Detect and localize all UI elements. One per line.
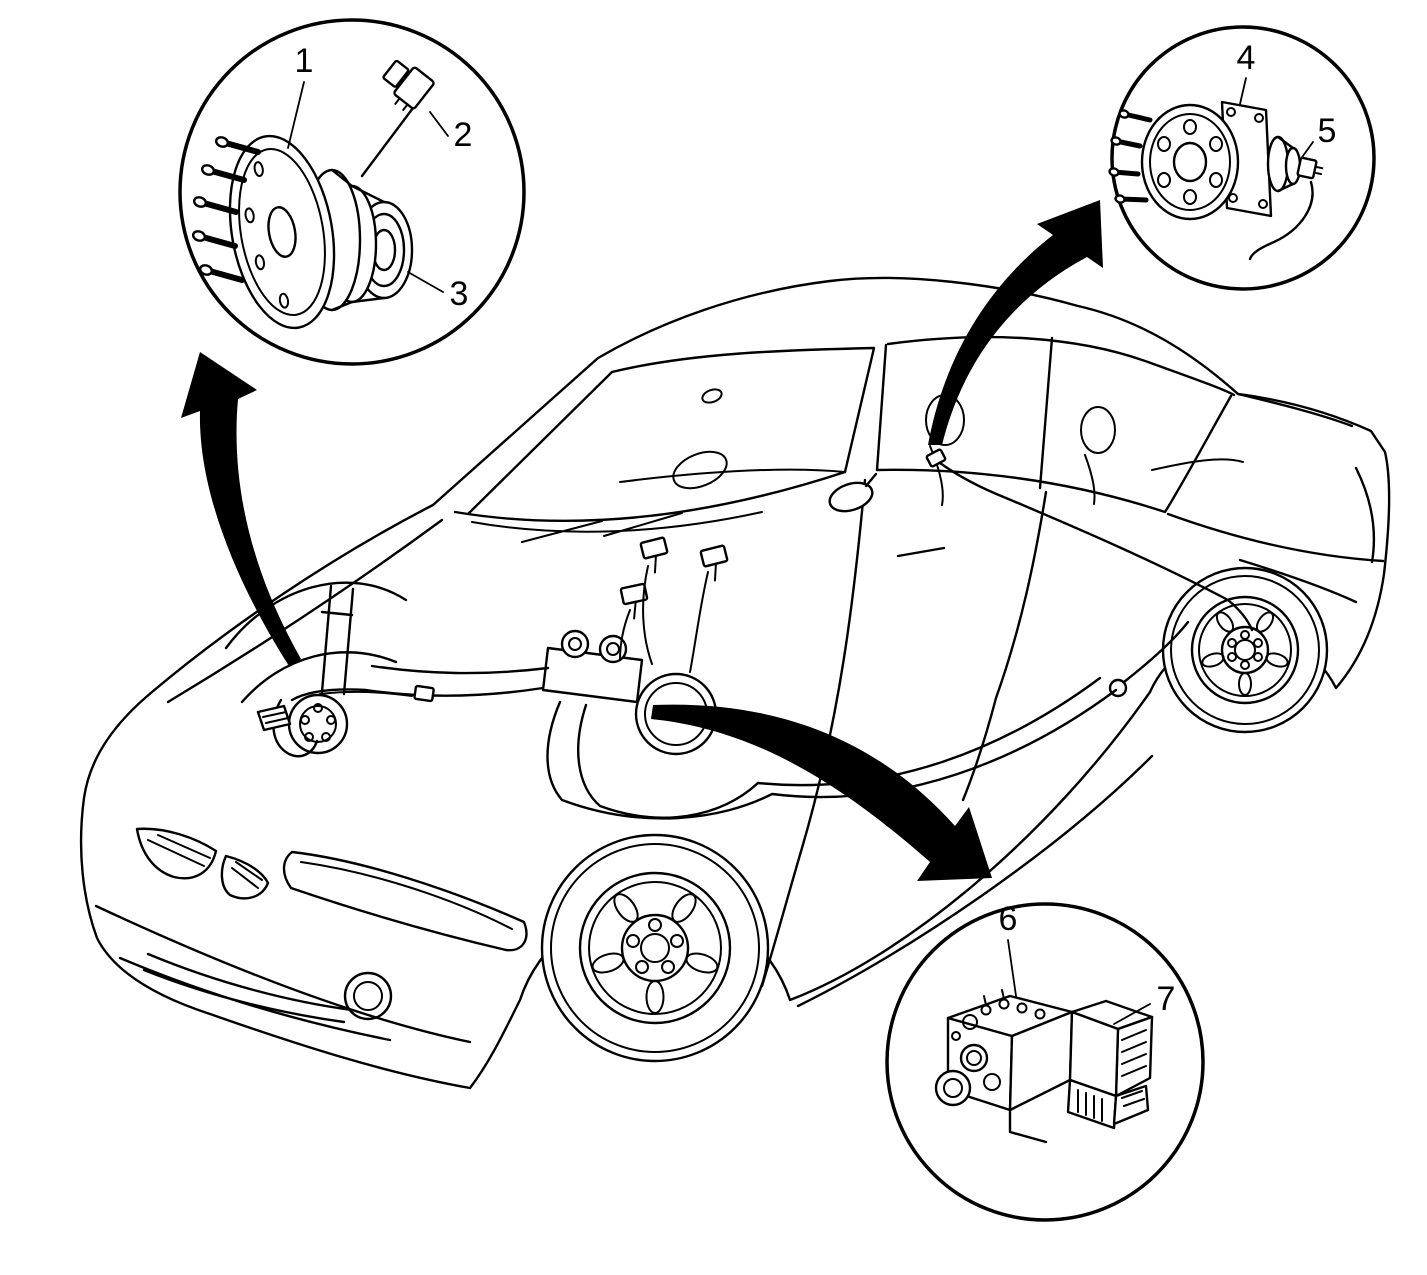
leader-line-2 [429,111,449,137]
pipe-grommet [1108,678,1128,698]
rear-wheel [1161,566,1329,734]
front-hub-flange [228,134,336,330]
front-hub-callout: 1 2 3 [178,18,526,366]
engine-bay-brake-hydraulics [290,536,1190,820]
leader-line-7 [1113,1003,1151,1025]
rear-hub-wheel-studs [1108,109,1153,204]
callout-label-7: 7 [1157,980,1176,1018]
fog-light [343,971,393,1021]
master-cylinder [541,646,644,704]
abs-module-callout: 6 7 [885,900,1205,1222]
brake-pipes [290,620,1190,820]
callout-label-5: 5 [1318,112,1337,150]
leader-line-4 [1239,77,1247,105]
callout-label-1: 1 [295,42,314,80]
callout-label-4: 4 [1237,39,1256,77]
harness-connector [619,582,649,620]
bumper-lines [94,904,472,1044]
arrow-to-rear-hub-callout [928,200,1103,445]
rear-hub-callout: 4 5 [1108,25,1376,291]
windshield [453,346,876,523]
car-body-outline [79,276,1391,1090]
rear-sensor-wire [1248,180,1314,261]
side-windows [875,335,1236,514]
harness-connector [639,536,669,574]
arrow-to-abs-module-callout [651,704,992,881]
front-left-wheel-housing [224,581,435,758]
door-lines [760,478,1154,1008]
arrow-to-front-hub-callout [181,352,301,666]
rear-wheel-speed-sensor [1296,156,1324,180]
leader-line-5 [1299,141,1314,161]
front-wheel [540,833,770,1063]
car-illustration [79,276,1391,1090]
hood-line [166,518,444,704]
interior-details [619,388,1244,506]
abs-hydraulic-block [934,989,1074,1144]
rear-hub-cylinder [1266,135,1302,193]
grille [135,827,270,900]
harness-connector [699,544,729,582]
front-sensor-connector-large [382,59,435,111]
leader-line-1 [287,81,305,149]
abs-control-module [1066,999,1154,1130]
side-mirror [828,472,878,513]
headlight [282,850,528,952]
steering-wheel [672,450,728,490]
headrest [1080,406,1116,454]
callout-label-6: 6 [999,900,1018,938]
wheel-sensor-connector [413,684,435,703]
front-hub-wheel-studs [191,136,261,283]
leader-line-3 [407,271,444,293]
rear-hub-flange [1140,103,1240,221]
rear-body-lines [1166,392,1385,604]
rearview-mirror [701,388,723,404]
callout-label-2: 2 [454,116,473,154]
rear-sensor-connector [925,448,947,468]
rear-sensor-harness [925,448,1254,632]
front-sensor-wire [360,102,418,178]
callout-label-3: 3 [450,275,469,313]
leader-line-6 [1007,939,1017,997]
abs-pump-motor [934,1069,972,1107]
cowl-wipers [471,511,763,543]
